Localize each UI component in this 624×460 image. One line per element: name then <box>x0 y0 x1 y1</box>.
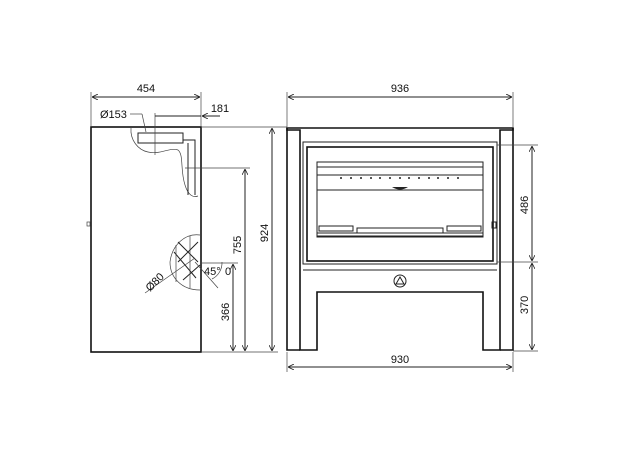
log-retainer-right <box>446 225 482 232</box>
door-frame <box>302 141 498 265</box>
dim-angle-zero: 0 <box>225 266 231 278</box>
door-glass <box>316 189 484 237</box>
dim-flue-diameter: Ø153 <box>100 109 127 121</box>
air-vent-holes <box>340 177 459 179</box>
door-lever <box>392 187 408 190</box>
dim-inlet-diameter: Ø80 <box>144 271 167 294</box>
side-body-outline <box>90 126 202 353</box>
dim-lower-height: 366 <box>220 303 232 321</box>
dim-door-height: 486 <box>519 196 531 214</box>
dim-total-height: 924 <box>259 224 271 242</box>
side-view: 454 181 Ø153 Ø80 45° 0 755 366 924 <box>86 83 287 353</box>
flue-outlet-section <box>130 113 199 197</box>
dim-top-width: 936 <box>391 83 409 95</box>
door-handle[interactable] <box>491 221 497 229</box>
brand-logo-icon <box>393 274 407 288</box>
front-body-outline <box>286 127 514 351</box>
log-retainer-left <box>318 225 354 232</box>
door <box>306 146 494 262</box>
dim-width-side: 454 <box>137 83 155 95</box>
door-glass-top-bar <box>316 161 484 191</box>
front-view: 936 930 486 370 <box>286 83 538 372</box>
dim-base-height: 370 <box>519 296 531 314</box>
air-inlet-section <box>169 234 201 291</box>
dim-angle: 45° <box>204 266 221 278</box>
dim-bottom-width: 930 <box>391 354 409 366</box>
log-retainer-center <box>356 227 444 234</box>
dim-offset: 181 <box>211 103 229 115</box>
dim-inlet-height: 755 <box>232 236 244 254</box>
side-knob <box>86 221 91 227</box>
